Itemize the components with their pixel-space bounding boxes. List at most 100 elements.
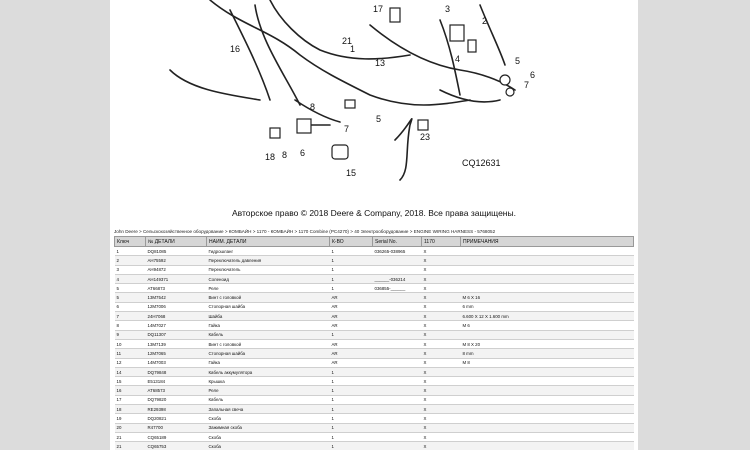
cell-model-1170: X (421, 255, 461, 266)
cell-part-number[interactable]: CQ65753 (145, 441, 207, 450)
cell-part-number[interactable]: 12M7006 (145, 302, 207, 313)
cell-serial: ______-036214 (372, 274, 422, 285)
callout-6: 6 (530, 70, 535, 80)
callout-21: 21 (342, 36, 352, 46)
document-page: 16 17 3 21 1 13 2 4 5 6 7 8 7 5 23 18 8 … (110, 0, 638, 450)
cell-quantity: 1 (329, 404, 373, 415)
diagram-drawing: 16 17 3 21 1 13 2 4 5 6 7 8 7 5 23 18 8 … (169, 0, 535, 181)
cell-notes (460, 330, 634, 340)
cell-key: 11 (114, 348, 146, 359)
cell-model-1170: X (421, 330, 461, 340)
cell-part-number[interactable]: DQ79848 (145, 367, 207, 378)
cell-notes (460, 413, 634, 424)
cell-key: 6 (114, 302, 146, 313)
cell-part-number[interactable]: DQ79820 (145, 395, 207, 406)
cell-part-name: Скоба (206, 413, 330, 424)
cell-quantity: AR (329, 311, 373, 322)
cell-part-number[interactable]: R47700 (145, 423, 207, 433)
cell-quantity: 1 (329, 413, 373, 424)
cell-part-number[interactable]: 13M7542 (145, 292, 207, 303)
cell-part-number[interactable]: AT66873 (145, 283, 207, 294)
cell-part-number[interactable]: DQ11307 (145, 330, 207, 340)
callout-8: 18 (265, 152, 275, 162)
cell-model-1170: X (421, 292, 461, 303)
cell-notes (460, 367, 634, 378)
cell-notes (460, 441, 634, 450)
cell-notes: M 8 (460, 358, 634, 368)
cell-part-number[interactable]: E513184 (145, 376, 207, 387)
cell-notes (460, 385, 634, 396)
cell-key: 8 (114, 320, 146, 331)
cell-key: 21 (114, 441, 146, 450)
cell-model-1170: X (421, 265, 461, 275)
cell-part-name: Скоба (206, 432, 330, 443)
cell-part-number[interactable]: RE29398 (145, 404, 207, 415)
cell-part-name: Гайка (206, 320, 330, 331)
cell-serial (372, 395, 422, 406)
cell-notes: M 8 X 20 (460, 339, 634, 350)
cell-quantity: 1 (329, 395, 373, 406)
cell-part-name: Кабель (206, 395, 330, 406)
cell-part-number[interactable]: DQ81085 (145, 246, 207, 257)
copyright-notice: Авторское право © 2018 Deere & Company, … (232, 208, 516, 218)
cell-serial (372, 432, 422, 443)
cell-part-number[interactable]: CQ65189 (145, 432, 207, 443)
cell-part-number[interactable]: 14M7027 (145, 320, 207, 331)
cell-model-1170: X (421, 423, 461, 433)
cell-serial (372, 255, 422, 266)
cell-part-number[interactable]: 24H7068 (145, 311, 207, 322)
cell-notes (460, 423, 634, 433)
cell-notes (460, 274, 634, 285)
cell-key: 14 (114, 367, 146, 378)
cell-model-1170: X (421, 404, 461, 415)
cell-serial: 036265-038965 (372, 246, 422, 257)
cell-part-number[interactable]: DQ20821 (145, 413, 207, 424)
cell-serial (372, 302, 422, 313)
cell-model-1170: X (421, 246, 461, 257)
cell-part-name: Переключатель (206, 265, 330, 275)
header-serial: Serial No. (372, 236, 422, 247)
header-notes: ПРИМЕЧАНИЯ (460, 236, 634, 247)
cell-quantity: 1 (329, 274, 373, 285)
cell-part-name: Скоба (206, 441, 330, 450)
callout-7b: 8 (310, 102, 315, 112)
cell-key: 2 (114, 255, 146, 266)
cell-serial: 036855-______ (372, 283, 422, 294)
cell-quantity: 1 (329, 432, 373, 443)
cell-quantity: AR (329, 302, 373, 313)
cell-notes: 6.600 X 12 X 1.600 mm (460, 311, 634, 322)
cell-key: 5 (114, 283, 146, 294)
cell-part-number[interactable]: 13M7139 (145, 339, 207, 350)
cell-part-number[interactable]: 14M7003 (145, 358, 207, 368)
cell-notes: M 6 X 16 (460, 292, 634, 303)
cell-serial (372, 441, 422, 450)
cell-key: 15 (114, 376, 146, 387)
cell-part-number[interactable]: AT68573 (145, 385, 207, 396)
cell-part-number[interactable]: AH149371 (145, 274, 207, 285)
cell-part-number[interactable]: AH94872 (145, 265, 207, 275)
cell-quantity: 1 (329, 423, 373, 433)
cell-serial (372, 339, 422, 350)
cell-quantity: 1 (329, 376, 373, 387)
cell-part-name: Переключатель давления (206, 255, 330, 266)
cell-part-name: Крышка (206, 376, 330, 387)
cell-model-1170: X (421, 348, 461, 359)
cell-key: 19 (114, 413, 146, 424)
cell-part-name: Винт с головкой (206, 292, 330, 303)
breadcrumb: John Deere > Сельскохозяйственное оборуд… (114, 229, 496, 234)
cell-key: 9 (114, 330, 146, 340)
header-part-name: НАИМ. ДЕТАЛИ (206, 236, 330, 247)
cell-part-number[interactable]: 12M7065 (145, 348, 207, 359)
cell-quantity: 1 (329, 441, 373, 450)
wiring-harness-diagram: 16 17 3 21 1 13 2 4 5 6 7 8 7 5 23 18 8 … (110, 0, 638, 185)
cell-part-number[interactable]: AH75592 (145, 255, 207, 266)
